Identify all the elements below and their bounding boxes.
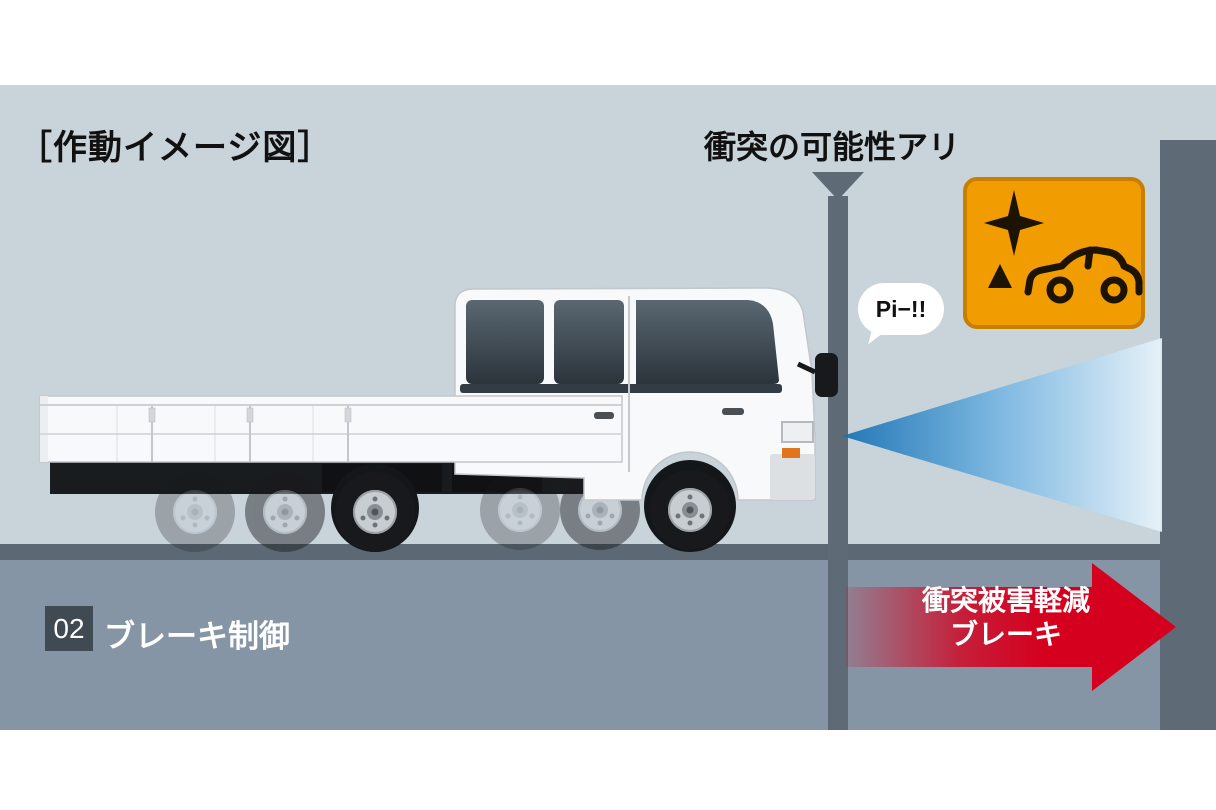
rear-wheel — [334, 471, 416, 553]
beep-text: Pi−!! — [875, 295, 927, 322]
brake-arrow — [846, 563, 1176, 691]
collision-warning-lamp-icon — [963, 177, 1145, 329]
step-number: 02 — [53, 612, 85, 644]
brake-arrow-label-line1: 衝突被害軽減 — [921, 585, 1090, 616]
car-pictogram — [1024, 246, 1143, 304]
flatbed-panel — [39, 395, 623, 463]
page-title: ［作動イメージ図］ — [18, 129, 333, 167]
headlight — [781, 421, 814, 443]
truck-illustration — [39, 287, 838, 553]
sensor-beam — [842, 338, 1162, 532]
front-bumper — [770, 454, 815, 500]
down-triangle-marker — [812, 172, 864, 200]
door-handle — [594, 412, 614, 419]
speech-bubble: Pi−!! — [858, 283, 944, 335]
cone-marker — [988, 264, 1012, 288]
collision-star — [984, 190, 1044, 256]
brake-arrow-label-line2: ブレーキ — [949, 619, 1062, 650]
door-handle — [722, 408, 744, 415]
alert-pole — [828, 196, 848, 730]
collision-alert-label: 衝突の可能性アリ — [703, 129, 960, 165]
step-label: ブレーキ制御 — [104, 619, 290, 654]
beam-cone — [842, 338, 1162, 532]
arrow-shape — [846, 563, 1176, 691]
side-mirror — [796, 353, 838, 397]
turn-signal — [782, 448, 800, 458]
brake-arrow-label: 衝突被害軽減 ブレーキ — [896, 584, 1116, 652]
front-wheel — [649, 469, 731, 551]
step-number-badge: 02 — [45, 606, 93, 651]
cab-windows — [460, 296, 782, 472]
